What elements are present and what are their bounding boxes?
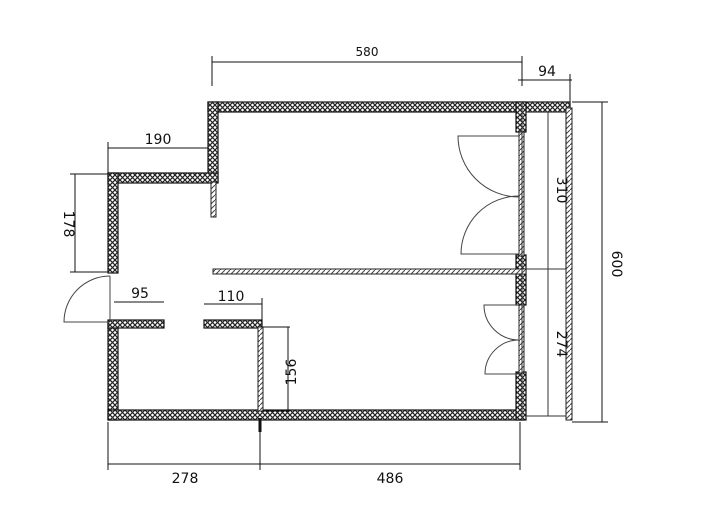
walls — [107, 101, 571, 421]
wall-right-upper — [515, 101, 527, 133]
dimension-lines — [70, 56, 608, 470]
doors — [63, 135, 520, 375]
dim-door-gap-right: 110 — [218, 289, 245, 305]
partition-vertical-lower — [257, 326, 264, 412]
wall-step-horizontal — [107, 172, 219, 184]
dim-bottom-left-width: 278 — [172, 471, 199, 487]
wall-left-lower — [107, 321, 119, 421]
dimension-labels: 580 94 190 178 95 110 156 310 274 600 27… — [60, 45, 624, 487]
dim-bottom-right-width: 486 — [377, 471, 404, 487]
dim-top-width: 580 — [356, 45, 379, 59]
wall-stub-right — [203, 319, 263, 329]
balcony — [521, 102, 566, 420]
dim-door-gap-left: 95 — [131, 286, 149, 302]
dim-upper-left-width: 190 — [145, 132, 172, 148]
balcony-strip — [565, 107, 573, 421]
dim-balcony-width: 94 — [538, 64, 556, 80]
dim-partition-height: 156 — [284, 359, 300, 386]
wall-stub-left — [107, 319, 165, 329]
partition-stub — [210, 181, 217, 218]
wall-bottom — [107, 409, 525, 421]
closet-door-lower — [483, 304, 520, 375]
dim-upper-room-height: 310 — [553, 177, 569, 204]
entry-door — [63, 275, 111, 323]
dim-left-height: 178 — [60, 211, 76, 238]
wall-step-vertical — [207, 101, 219, 183]
partition-horizontal — [212, 268, 527, 275]
wall-left-upper — [107, 172, 119, 274]
wall-right-middle — [515, 254, 527, 306]
wall-right-lower — [515, 371, 527, 421]
closet-door-upper — [457, 135, 520, 255]
dim-total-height: 600 — [608, 251, 624, 278]
dim-lower-room-height: 274 — [553, 331, 569, 358]
